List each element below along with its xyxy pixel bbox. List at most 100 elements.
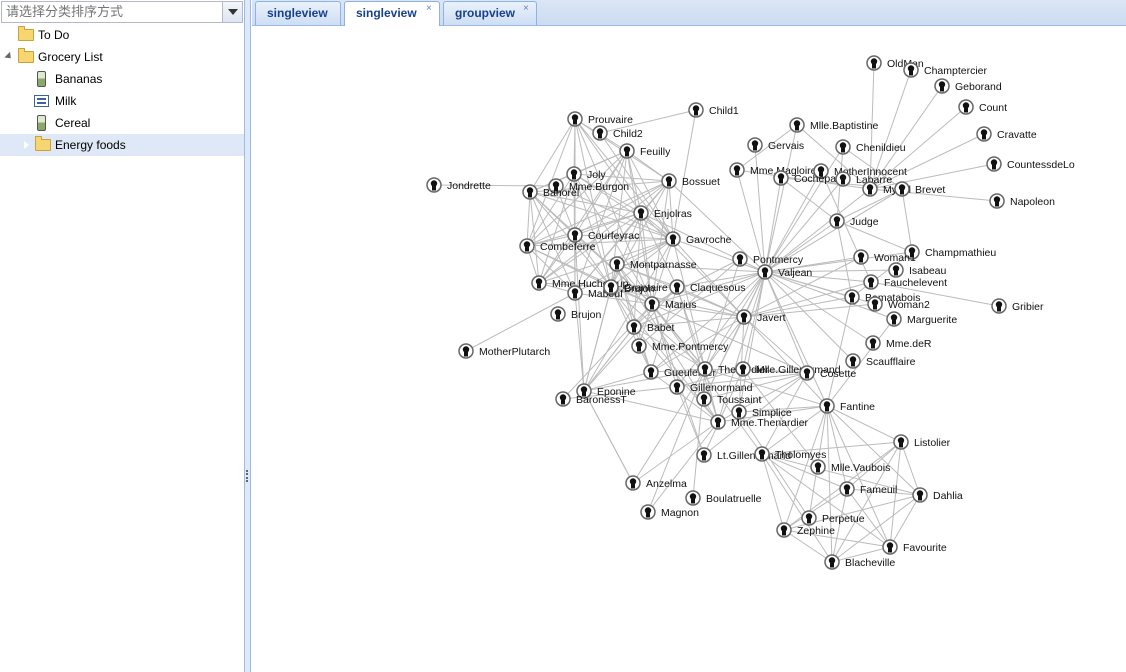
graph-node[interactable]: Mlle.Vaubois <box>810 459 890 475</box>
graph-node[interactable]: MotherInnocent <box>813 163 907 179</box>
graph-node[interactable]: Grantaire <box>603 279 668 295</box>
graph-node[interactable]: Fantine <box>819 398 875 414</box>
graph-node[interactable]: Listolier <box>893 434 951 450</box>
graph-node[interactable]: Isabeau <box>888 262 947 278</box>
graph-node[interactable]: Valjean <box>757 264 812 280</box>
graph-node[interactable]: Champmathieu <box>904 244 996 260</box>
graph-node[interactable]: Fauchelevent <box>863 274 947 290</box>
graph-node[interactable]: Feuilly <box>619 143 671 159</box>
graph-edge <box>526 245 576 294</box>
tab-groupview[interactable]: groupview × <box>443 1 537 25</box>
graph-node[interactable]: Woman2 <box>867 296 930 312</box>
graph-node[interactable]: Claquesous <box>669 279 745 295</box>
graph-node[interactable]: Eponine <box>576 383 636 399</box>
graph-node[interactable]: Enjolras <box>633 205 692 221</box>
graph-node[interactable]: Child1 <box>688 102 739 118</box>
sort-combobox[interactable] <box>1 1 243 23</box>
graph-node[interactable]: Fameuil <box>839 481 897 497</box>
graph-node[interactable]: Jondrette <box>426 177 491 193</box>
graph-node[interactable]: Pontmercy <box>732 251 804 267</box>
graph-node[interactable]: Bossuet <box>661 173 720 189</box>
graph-node[interactable]: Mme.Thenardier <box>710 414 809 430</box>
close-icon[interactable]: × <box>426 3 432 14</box>
graph-node[interactable]: Cochepaille <box>773 170 849 186</box>
graph-edge <box>676 271 766 288</box>
graph-node[interactable]: Chenildieu <box>835 139 906 155</box>
graph-edge <box>676 386 705 456</box>
graph-node[interactable]: Mlle.Gillenormand <box>735 361 841 377</box>
graph-node[interactable]: Woman1 <box>853 249 916 265</box>
node-label: Jondrette <box>447 180 491 192</box>
graph-node[interactable]: Gavroche <box>665 231 732 247</box>
graph-node[interactable]: Lt.Gillenormand <box>696 447 791 463</box>
graph-node[interactable]: Child2 <box>592 125 643 141</box>
graph-node[interactable]: Count <box>958 99 1007 115</box>
graph-node[interactable]: Mme.Burgon <box>548 178 629 194</box>
graph-node[interactable]: Montparnasse <box>609 256 697 272</box>
graph-node[interactable]: Geborand <box>934 78 1002 94</box>
tree-node-bananas[interactable]: Bananas <box>0 68 244 90</box>
graph-node[interactable]: Prouvaire <box>567 111 633 127</box>
tab-singleview-2[interactable]: singleview × <box>344 1 440 26</box>
graph-node[interactable]: BaronessT <box>555 391 627 407</box>
graph-node[interactable]: Mlle.Baptistine <box>789 117 878 133</box>
node-label: Cravatte <box>997 129 1037 141</box>
expand-arrow-icon[interactable] <box>4 30 11 40</box>
graph-node[interactable]: Judge <box>829 213 879 229</box>
graph-node[interactable]: Labarre <box>835 171 892 187</box>
collapse-arrow-icon[interactable] <box>4 51 14 62</box>
tree-node-grocery-list[interactable]: Grocery List <box>0 46 244 68</box>
graph-node[interactable]: Simplice <box>731 404 792 420</box>
tree-node-cereal[interactable]: Cereal <box>0 112 244 134</box>
expand-arrow-icon[interactable] <box>22 140 29 150</box>
graph-node[interactable]: Gribier <box>991 298 1044 314</box>
tree-node-energy-foods[interactable]: Energy foods <box>0 134 244 156</box>
graph-node[interactable]: OldMan <box>866 55 924 71</box>
graph-node[interactable]: Gillenormand <box>669 379 753 395</box>
tree-node-milk[interactable]: Milk <box>0 90 244 112</box>
graph-node[interactable]: Mme.deR <box>865 335 932 351</box>
network-graph[interactable]: OldManChamptercierGeborandCountCravatteC… <box>252 26 1126 672</box>
graph-node[interactable]: Gervais <box>747 137 804 153</box>
graph-node[interactable]: Bahorel <box>522 184 579 200</box>
graph-node[interactable]: Boulatruelle <box>685 490 762 506</box>
graph-node[interactable]: Perpetue <box>801 510 865 526</box>
graph-node[interactable]: Marius <box>644 296 697 312</box>
panel-splitter[interactable] <box>245 0 251 672</box>
graph-node[interactable]: Joly <box>566 166 606 182</box>
graph-node[interactable]: Magnon <box>640 504 699 520</box>
graph-node[interactable]: Tholomyes <box>754 446 826 462</box>
graph-node[interactable]: Brujon <box>550 306 602 322</box>
close-icon[interactable]: × <box>523 3 529 14</box>
graph-node[interactable]: Mabeuf <box>567 285 623 301</box>
person-icon-body <box>807 519 811 524</box>
graph-node[interactable]: Babet <box>626 319 675 335</box>
graph-node[interactable]: Champtercier <box>903 62 988 78</box>
graph-node[interactable]: Anzelma <box>625 475 687 491</box>
tree-node-to-do[interactable]: To Do <box>0 24 244 46</box>
sort-input[interactable] <box>2 2 222 22</box>
graph-node[interactable]: Marguerite <box>886 311 957 327</box>
graph-node[interactable]: Favourite <box>882 539 947 555</box>
graph-node[interactable]: Scaufflaire <box>845 353 916 369</box>
collapse-handle-icon[interactable] <box>246 470 251 482</box>
graph-node[interactable]: Napoleon <box>989 193 1055 209</box>
graph-node[interactable]: Dahlia <box>912 487 963 503</box>
graph-node[interactable]: Cravatte <box>976 126 1037 142</box>
graph-node[interactable]: Javert <box>736 309 786 325</box>
graph-node[interactable]: Brevet <box>894 181 945 197</box>
person-icon-body <box>537 284 541 289</box>
graph-node[interactable]: Combeferre <box>519 238 596 254</box>
graph-node[interactable]: Mme.Pontmercy <box>631 338 729 354</box>
graph-node[interactable]: Courfeyrac <box>567 227 639 243</box>
graph-edge <box>633 271 766 328</box>
graph-node[interactable]: MotherPlutarch <box>458 343 550 359</box>
graph-node[interactable]: Cosette <box>799 365 856 381</box>
graph-node[interactable]: CountessdeLo <box>986 156 1075 172</box>
graph-node[interactable]: Blacheville <box>824 554 895 570</box>
chevron-down-icon[interactable] <box>222 2 242 22</box>
tab-singleview-1[interactable]: singleview <box>255 1 341 25</box>
graph-node[interactable]: Toussaint <box>696 391 761 407</box>
graph-node[interactable]: Zephine <box>776 522 835 538</box>
